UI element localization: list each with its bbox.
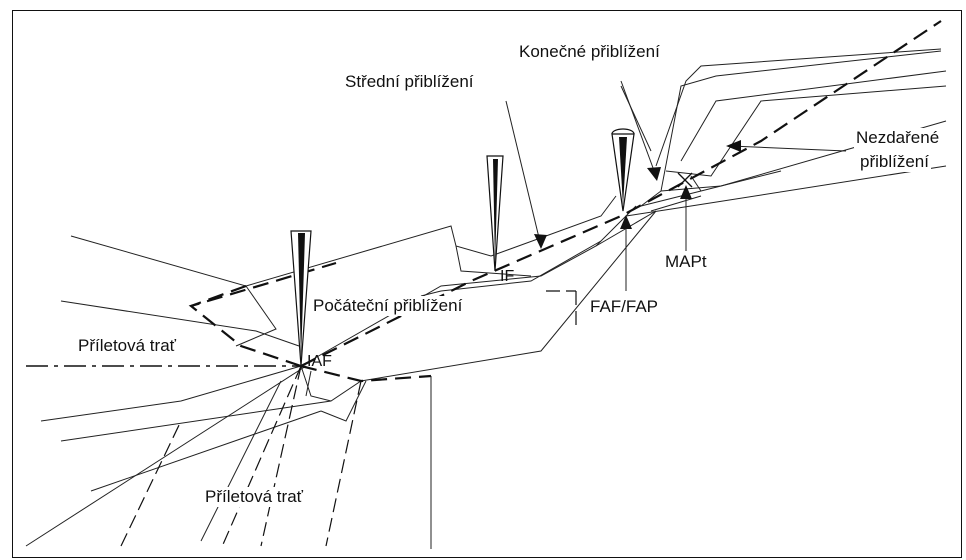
intermediate-approach-label: Střední přiblížení xyxy=(343,72,476,92)
missed-approach-label-line2: přiblížení xyxy=(858,152,931,172)
faf-label: FAF/FAP xyxy=(588,297,661,317)
mapt-label: MAPt xyxy=(663,252,709,272)
leader-lines xyxy=(305,80,847,397)
arrival-route-bottom-label: Příletová trať xyxy=(203,487,306,507)
missed-approach-label-line1: Nezdařené xyxy=(854,128,942,148)
arrow-icon xyxy=(620,215,632,229)
final-approach-label: Konečné přiblížení xyxy=(517,42,662,62)
route-lines xyxy=(26,20,942,550)
arrow-icon xyxy=(726,140,741,152)
iaf-label: IAF xyxy=(307,353,332,370)
arrow-icon xyxy=(680,185,692,199)
mapt-cross-icon xyxy=(677,172,693,188)
diagram-frame xyxy=(12,10,962,558)
approach-diagram xyxy=(25,20,947,550)
beacon-faf-icon xyxy=(611,128,635,212)
if-label: IF xyxy=(500,268,515,285)
arrow-icon xyxy=(534,234,547,249)
beacon-if-icon xyxy=(486,155,504,272)
arrow-icon xyxy=(647,167,661,181)
initial-approach-label: Počáteční přiblížení xyxy=(311,296,465,316)
terrain-lines xyxy=(25,48,947,549)
beacon-iaf-icon xyxy=(290,230,312,367)
arrival-route-left-label: Příletová trať xyxy=(76,336,179,356)
